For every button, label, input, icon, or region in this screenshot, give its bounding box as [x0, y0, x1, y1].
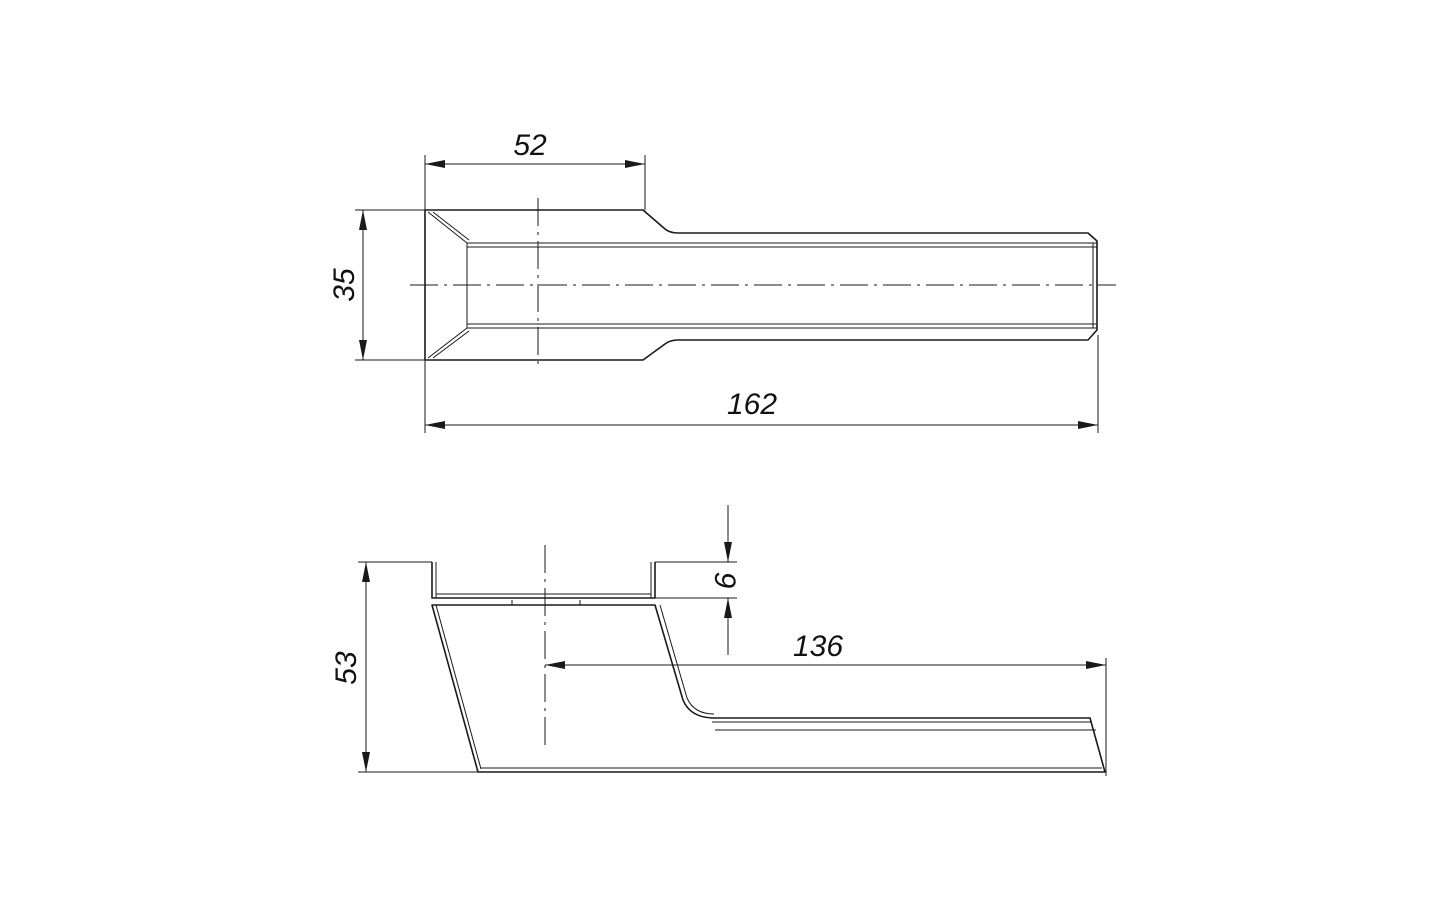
dimension-label-52: 52 — [513, 129, 547, 162]
lever-outline — [431, 604, 1106, 773]
side-view: 53 9 136 — [330, 505, 1107, 776]
top-view: 52 35 162 — [328, 129, 1116, 433]
rose-inner-lines — [435, 562, 652, 598]
dimension-lever-reach: 136 — [545, 630, 1107, 776]
lever-inner-lines — [435, 600, 1102, 770]
dimension-label-9: 9 — [708, 572, 741, 589]
top-view-outline — [424, 209, 1098, 361]
dimension-width: 35 — [328, 209, 425, 361]
dimension-label-53: 53 — [330, 651, 363, 685]
dimension-label-35: 35 — [328, 268, 361, 302]
rose-outline — [431, 562, 656, 599]
dimension-total-length: 162 — [424, 335, 1099, 433]
dimension-rose-thickness: 9 — [655, 505, 741, 655]
top-view-chamfer-lines — [427, 211, 470, 359]
dimension-height: 53 — [330, 561, 478, 773]
dimension-rose-length: 52 — [424, 129, 646, 210]
dimension-label-162: 162 — [727, 388, 777, 421]
dimension-label-136: 136 — [793, 630, 843, 663]
top-view-inner-face — [466, 242, 1097, 329]
